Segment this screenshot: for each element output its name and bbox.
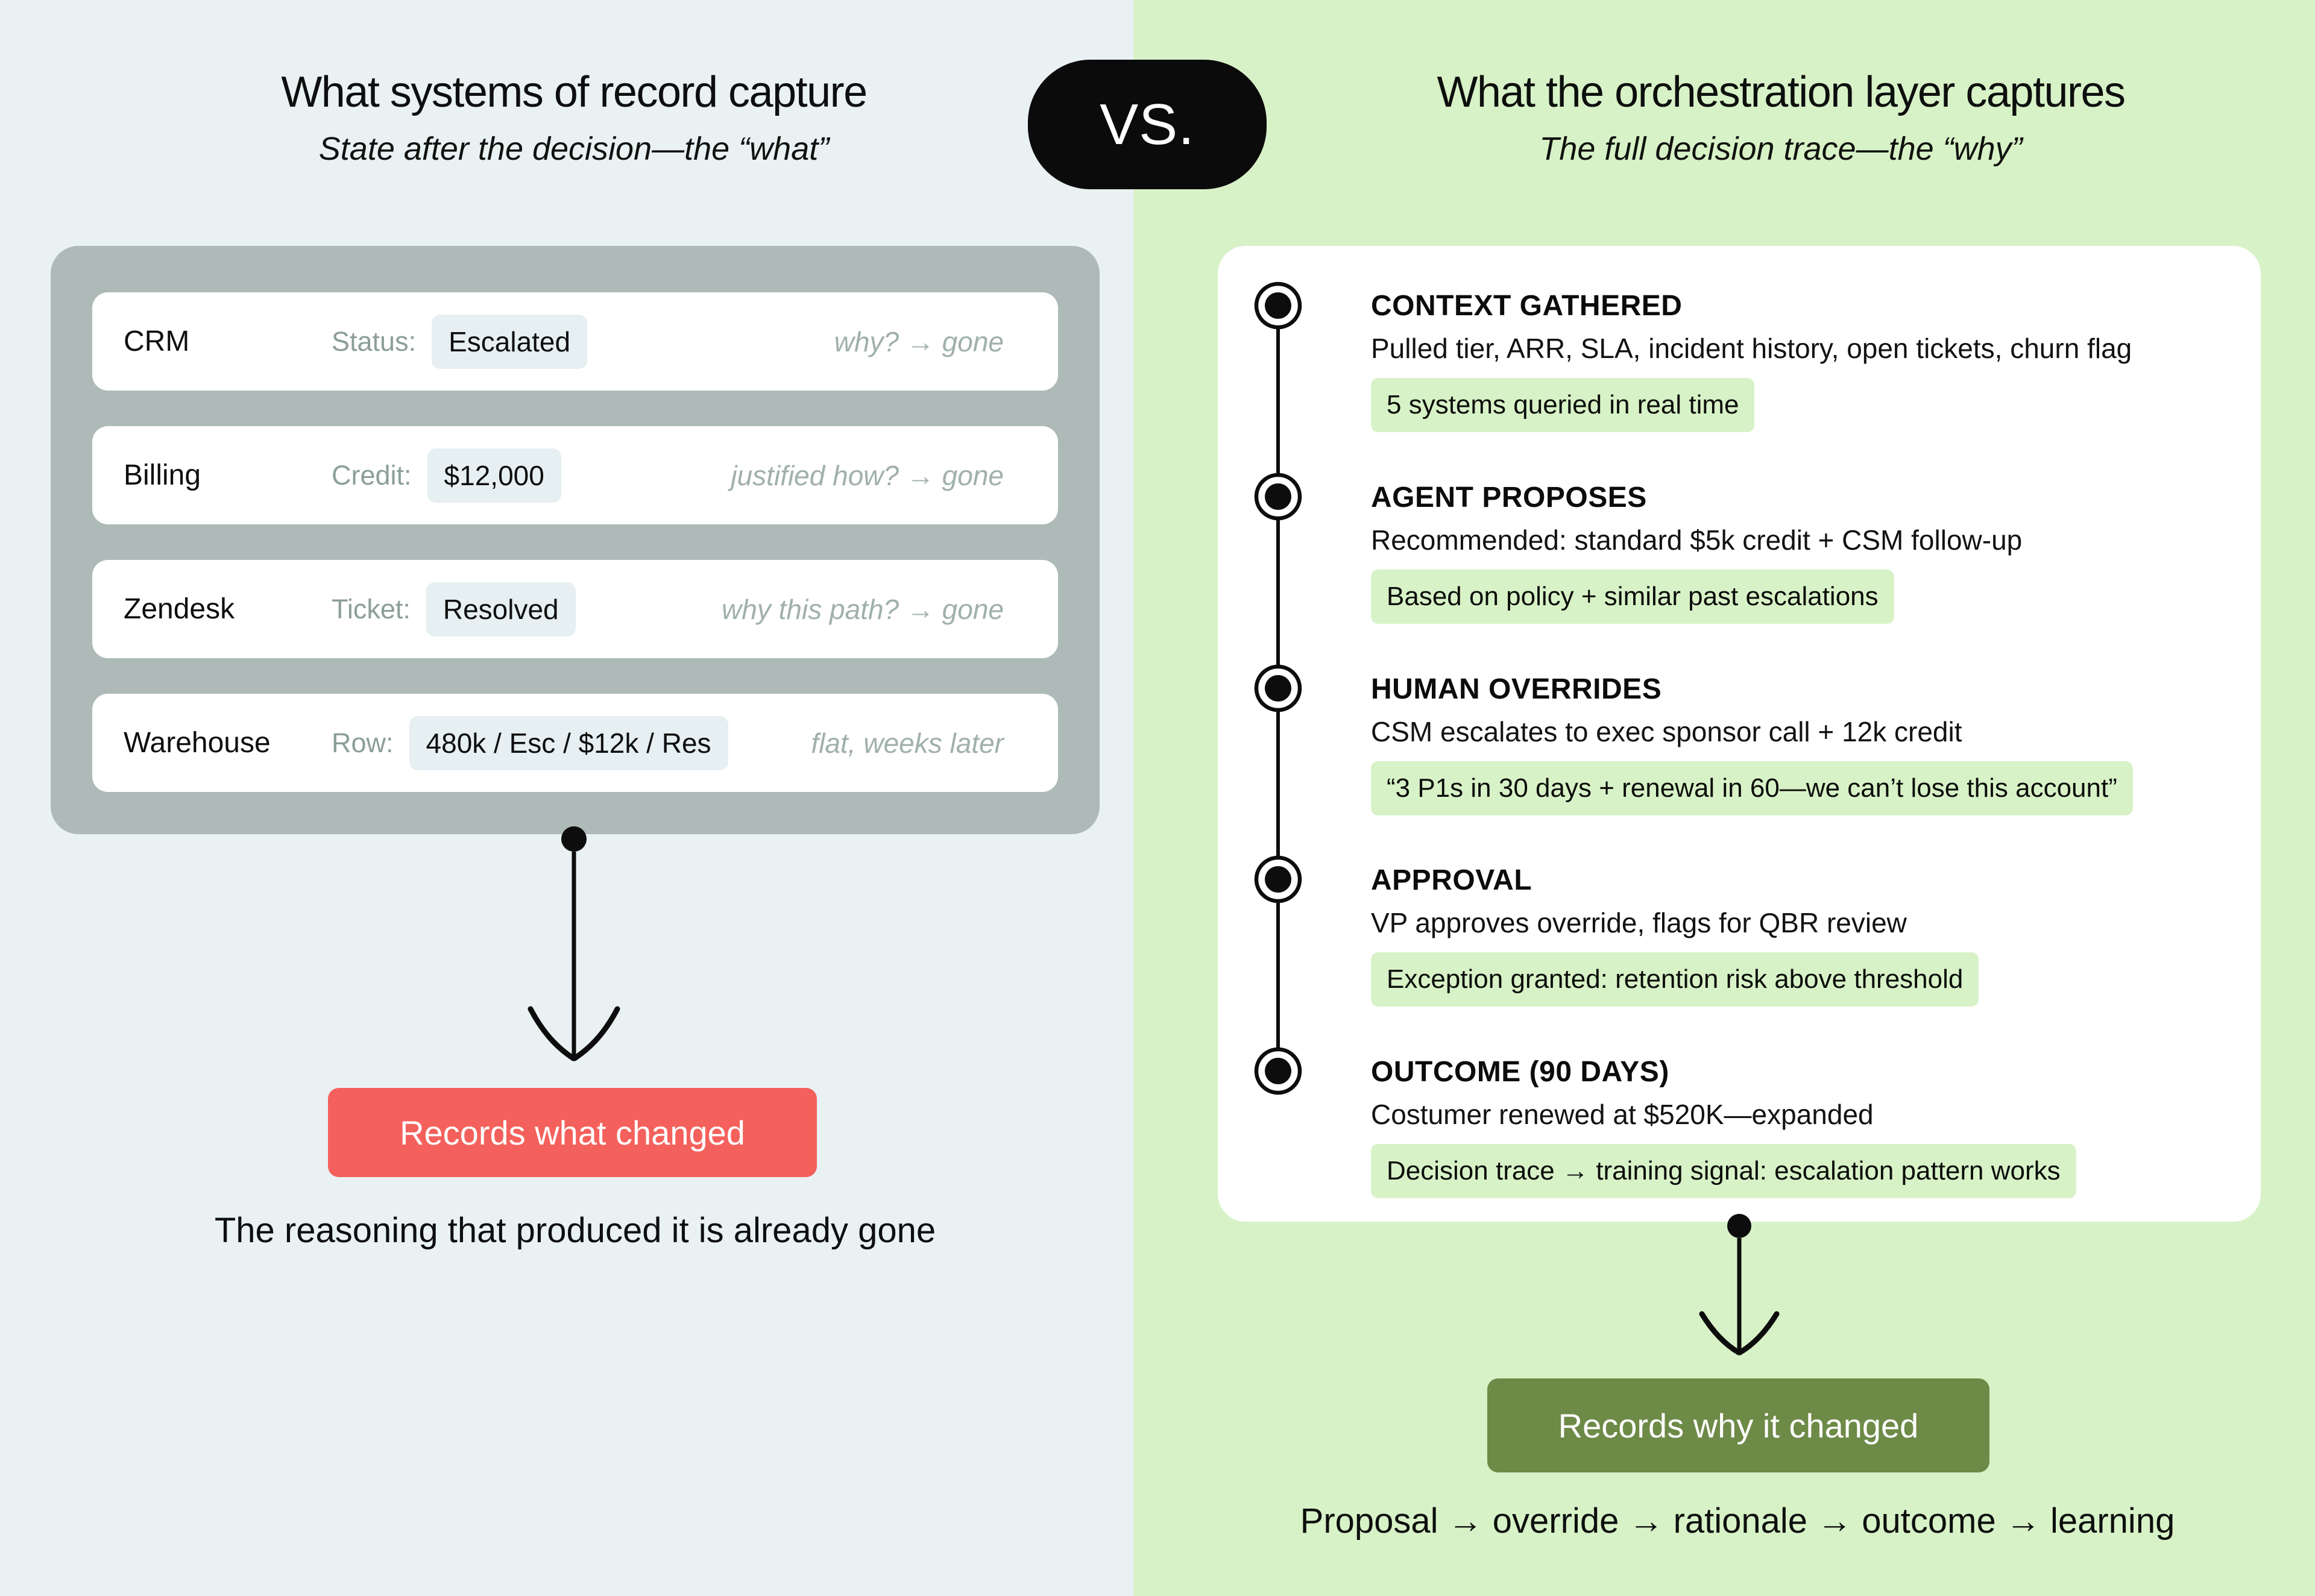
records-why-it-changed-button[interactable]: Records why it changed [1487, 1378, 1989, 1472]
step-body: CSM escalates to exec sponsor call + 12k… [1371, 716, 1962, 747]
table-row: Warehouse Row: 480k / Esc / $12k / Res f… [92, 694, 1058, 792]
timeline-node-icon [1254, 855, 1302, 903]
field-value-chip: $12,000 [427, 448, 561, 503]
timeline-step: OUTCOME (90 DAYS) Costumer renewed at $5… [1371, 1055, 2215, 1198]
timeline-step: AGENT PROPOSES Recommended: standard $5k… [1371, 481, 2215, 624]
timeline-step: APPROVAL VP approves override, flags for… [1371, 864, 2215, 1007]
field-label: Ticket: [332, 593, 411, 624]
step-title: HUMAN OVERRIDES [1371, 673, 1662, 705]
timeline-node-icon [1254, 1047, 1302, 1095]
table-row: Billing Credit: $12,000 justified how? →… [92, 426, 1058, 524]
step-body: Costumer renewed at $520K—expanded [1371, 1099, 1874, 1130]
lost-context-note: flat, weeks later [811, 727, 1004, 759]
step-highlight-chip: “3 P1s in 30 days + renewal in 60—we can… [1371, 761, 2133, 815]
left-title: What systems of record capture [281, 68, 868, 116]
step-highlight-chip: 5 systems queried in real time [1371, 378, 1755, 432]
down-arrow-icon [1699, 1214, 1780, 1356]
field-label: Credit: [332, 459, 412, 491]
system-name: Billing [124, 459, 201, 491]
right-subtitle: The full decision trace—the “why” [1539, 131, 2023, 167]
step-title: AGENT PROPOSES [1371, 482, 1647, 514]
field-label: Status: [332, 325, 417, 357]
lost-context-note: justified how? → gone [731, 459, 1004, 491]
timeline-node-icon [1254, 281, 1302, 330]
field-value-chip: Resolved [426, 582, 576, 636]
records-what-changed-button[interactable]: Records what changed [328, 1088, 817, 1177]
vs-badge: VS. [1028, 60, 1267, 189]
step-title: APPROVAL [1371, 864, 1532, 896]
left-column-header: What systems of record capture State aft… [140, 68, 1008, 168]
step-body: Pulled tier, ARR, SLA, incident history,… [1371, 333, 2132, 364]
timeline-node-icon [1254, 664, 1302, 712]
field-value-chip: 480k / Esc / $12k / Res [409, 715, 728, 770]
lost-context-note: why? → gone [834, 325, 1004, 357]
field-value-chip: Escalated [432, 314, 588, 369]
down-arrow-icon [528, 826, 620, 1061]
step-title: OUTCOME (90 DAYS) [1371, 1056, 1669, 1088]
right-caption: Proposal → override → rationale → outcom… [1300, 1501, 2175, 1541]
system-name: CRM [124, 325, 190, 357]
system-name: Zendesk [124, 593, 235, 625]
timeline-step: HUMAN OVERRIDES CSM escalates to exec sp… [1371, 673, 2215, 815]
timeline-node-icon [1254, 473, 1302, 521]
left-caption: The reasoning that produced it is alread… [214, 1211, 936, 1250]
right-title: What the orchestration layer captures [1437, 68, 2126, 116]
step-highlight-chip: Based on policy + similar past escalatio… [1371, 570, 1894, 624]
field-label: Row: [332, 727, 394, 758]
table-row: CRM Status: Escalated why? → gone [92, 292, 1058, 391]
systems-of-record-panel: CRM Status: Escalated why? → gone Billin… [51, 246, 1100, 834]
step-highlight-chip: Decision trace → training signal: escala… [1371, 1144, 2076, 1198]
step-body: VP approves override, flags for QBR revi… [1371, 907, 1907, 938]
records-why-it-changed-label: Records why it changed [1558, 1406, 1919, 1445]
right-column-header: What the orchestration layer captures Th… [1347, 68, 2215, 168]
step-body: Recommended: standard $5k credit + CSM f… [1371, 524, 2023, 556]
records-what-changed-label: Records what changed [400, 1113, 745, 1152]
table-row: Zendesk Ticket: Resolved why this path? … [92, 560, 1058, 658]
vs-label: VS. [1100, 92, 1195, 157]
system-name: Warehouse [124, 727, 271, 759]
lost-context-note: why this path? → gone [722, 593, 1004, 625]
left-subtitle: State after the decision—the “what” [318, 131, 830, 167]
step-title: CONTEXT GATHERED [1371, 290, 1683, 322]
decision-trace-card: CONTEXT GATHERED Pulled tier, ARR, SLA, … [1218, 246, 2261, 1222]
timeline-step: CONTEXT GATHERED Pulled tier, ARR, SLA, … [1371, 289, 2215, 432]
step-highlight-chip: Exception granted: retention risk above … [1371, 952, 1979, 1007]
